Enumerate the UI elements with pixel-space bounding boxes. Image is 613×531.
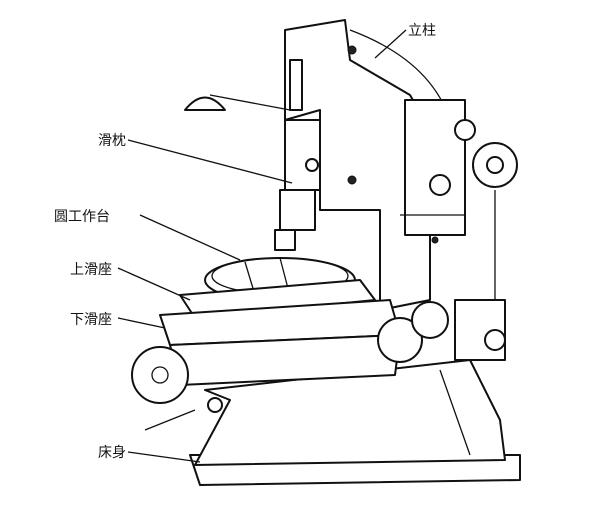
leader-lines xyxy=(117,29,407,463)
label-rotary-table: 圆工作台 xyxy=(54,209,110,225)
ram xyxy=(274,59,321,251)
handwheels xyxy=(131,299,506,431)
label-ram: 滑枕 xyxy=(98,133,126,149)
bed xyxy=(189,359,521,486)
label-bed: 床身 xyxy=(98,445,126,461)
lower-slide xyxy=(159,299,401,386)
label-lower-slide: 下滑座 xyxy=(70,312,112,328)
label-column: 立柱 xyxy=(408,23,436,39)
label-upper-slide: 上滑座 xyxy=(70,262,112,278)
lamp xyxy=(184,94,291,111)
column xyxy=(284,19,518,311)
